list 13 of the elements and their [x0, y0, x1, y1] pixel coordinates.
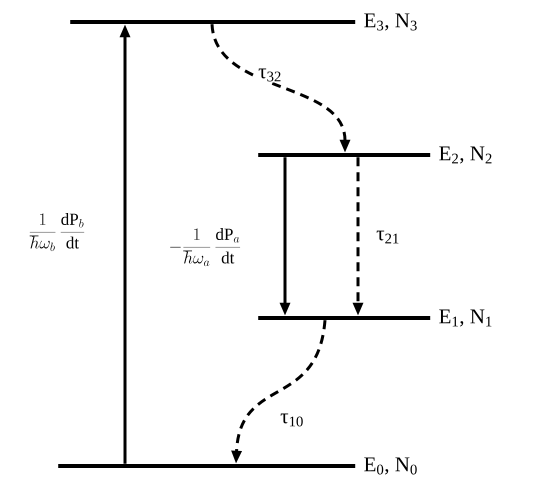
- node-label: E$_{3}$, N$_{3}$: [364, 13, 417, 30]
- lifetime-label: τ$_{10}$: [279, 412, 305, 428]
- rate-formula: $-\frac{1}{\hbar\omega_{a}}\,\frac{\mathrm{dP}_{a}}{\mathrm{dt}}$: [168, 227, 242, 267]
- energy-level: E$_{2}$, N$_{2}$: [258, 146, 492, 164]
- lifetime-label: τ$_{21}$: [375, 230, 401, 244]
- energy-level: E$_{1}$, N$_{1}$: [258, 310, 492, 326]
- energy-level: E$_{3}$, N$_{3}$: [70, 14, 417, 30]
- node-label: E$_{2}$, N$_{2}$: [439, 146, 492, 164]
- energy-level: E$_{0}$, N$_{0}$: [58, 457, 417, 474]
- node-label: E$_{0}$, N$_{0}$: [364, 457, 417, 474]
- rate-formula: $\frac{1}{\hbar\omega_{b}}\,\frac{\mathrm{dP}_{b}}{\mathrm{dt}}$: [28, 212, 86, 252]
- lifetime-label: τ$_{32}$: [257, 68, 283, 82]
- node-label: E$_{1}$, N$_{1}$: [439, 310, 492, 326]
